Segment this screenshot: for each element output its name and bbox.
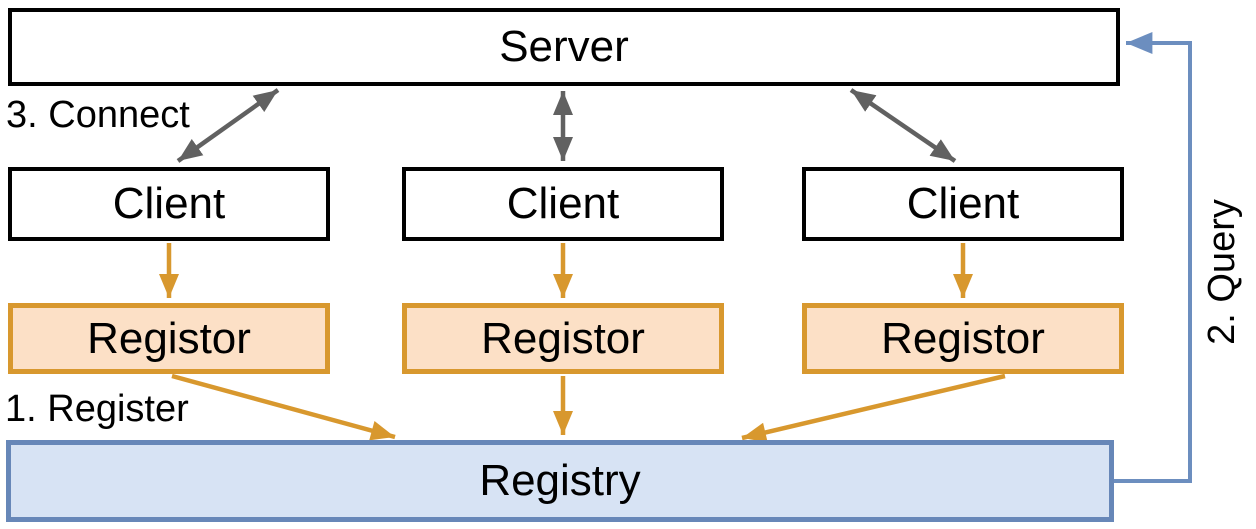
server-node: Server bbox=[8, 8, 1120, 86]
client-node-3: Client bbox=[802, 167, 1124, 241]
client-node-1: Client bbox=[8, 167, 330, 241]
registor-node-2: Registor bbox=[402, 303, 724, 374]
registor-node-1: Registor bbox=[8, 303, 330, 374]
registor-to-registry-arrows bbox=[171, 373, 1006, 443]
register-label: 1. Register bbox=[5, 388, 189, 430]
register-arrow-right bbox=[741, 373, 1006, 443]
connect-arrow-right bbox=[849, 88, 957, 163]
client-node-2: Client bbox=[402, 167, 724, 241]
register-arrow-left bbox=[171, 373, 396, 441]
registor-node-3: Registor bbox=[802, 303, 1124, 374]
query-arrow bbox=[1113, 32, 1192, 483]
connect-arrows bbox=[176, 88, 957, 163]
connect-label: 3. Connect bbox=[6, 94, 190, 136]
client-to-registor-arrows bbox=[159, 243, 973, 298]
query-label: 2. Query bbox=[1200, 199, 1243, 345]
registry-node: Registry bbox=[6, 440, 1114, 522]
connect-arrow-left bbox=[176, 88, 280, 163]
